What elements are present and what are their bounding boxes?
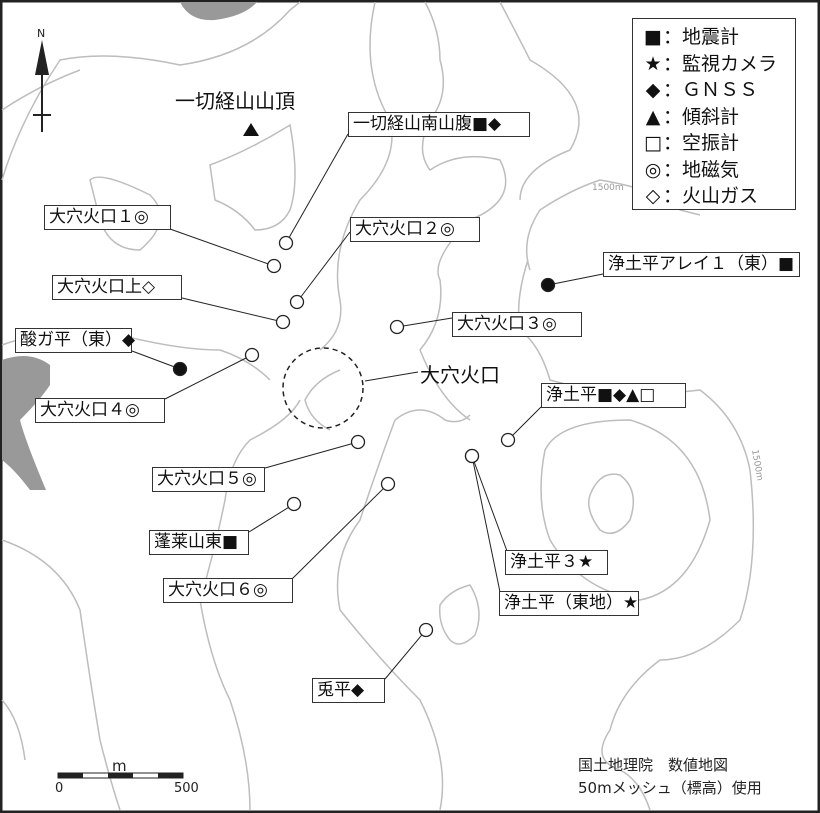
legend-symbol-icon: ◇ xyxy=(645,185,661,207)
north-arrow-icon: N xyxy=(33,27,51,132)
station-marker[interactable] xyxy=(540,277,556,293)
station-label: 兎平◆ xyxy=(312,678,385,703)
scale-start: 0 xyxy=(55,781,64,796)
legend-label: ：地震計 xyxy=(663,26,740,48)
legend-label: ：火山ガス xyxy=(663,185,759,207)
north-label: N xyxy=(37,27,45,40)
station-marker[interactable] xyxy=(244,347,260,363)
legend-symbol-icon: ▲ xyxy=(645,105,661,128)
station-marker[interactable] xyxy=(172,361,188,377)
tiltmeter-triangle-icon xyxy=(243,123,259,136)
credit-line-1: 国土地理院 数値地図 xyxy=(578,756,729,774)
station-marker[interactable] xyxy=(500,432,516,448)
station-label: 大穴火口上◇ xyxy=(52,275,182,300)
leader-line xyxy=(131,350,181,370)
leader-line xyxy=(248,503,295,533)
legend-label: ：ＧＮＳＳ xyxy=(663,79,759,101)
leader-line xyxy=(181,297,284,323)
legend-label: ：空振計 xyxy=(663,132,740,154)
legend-item: ◆：ＧＮＳＳ xyxy=(643,77,795,104)
station-label: 浄土平■◆▲□ xyxy=(541,383,686,408)
station-marker[interactable] xyxy=(289,294,305,310)
leader-line xyxy=(169,228,275,267)
station-label: 浄土平アレイ１（東）■ xyxy=(603,252,800,277)
leader-line xyxy=(471,455,508,552)
contour-lines xyxy=(1,1,755,811)
leader-line xyxy=(507,406,542,441)
station-marker[interactable] xyxy=(350,434,366,450)
station-label: 酸ガ平（東）◆ xyxy=(15,328,135,353)
legend: ■：地震計★：監視カメラ◆：ＧＮＳＳ▲：傾斜計□：空振計◎：地磁気◇：火山ガス xyxy=(632,18,796,210)
station-label: 大穴火口４◎ xyxy=(35,398,165,423)
legend-symbol-icon: ■ xyxy=(644,26,662,48)
contour-label: 1500m xyxy=(592,183,624,193)
leader-line xyxy=(471,455,501,593)
station-marker[interactable] xyxy=(286,496,302,512)
legend-label: ：傾斜計 xyxy=(663,105,740,128)
leader-line xyxy=(384,629,427,680)
station-marker[interactable] xyxy=(278,235,294,251)
legend-item: ◇：火山ガス xyxy=(643,183,795,210)
station-marker[interactable] xyxy=(380,476,396,492)
station-label: 大穴火口３◎ xyxy=(452,312,582,337)
station-marker[interactable] xyxy=(266,258,282,274)
legend-symbol-icon: □ xyxy=(644,132,662,154)
leader-line xyxy=(285,133,349,244)
station-marker[interactable] xyxy=(275,314,291,330)
station-label: 浄土平（東地）★ xyxy=(499,591,639,616)
crater-leader-line xyxy=(364,371,419,382)
legend-label: ：地磁気 xyxy=(663,158,740,181)
leader-line xyxy=(164,354,253,400)
legend-symbol-icon: ★ xyxy=(644,52,662,75)
leader-line xyxy=(547,273,604,286)
summit-label: 一切経山山頂 xyxy=(175,89,295,113)
legend-item: ■：地震計 xyxy=(643,24,795,51)
water-area xyxy=(180,2,257,21)
station-label: 大穴火口５◎ xyxy=(152,467,265,492)
station-label: 一切経山南山腹■◆ xyxy=(348,112,530,137)
station-marker[interactable] xyxy=(418,622,434,638)
station-marker[interactable] xyxy=(464,448,480,464)
legend-item: □：空振計 xyxy=(643,130,795,157)
station-label: 大穴火口２◎ xyxy=(350,217,480,242)
station-label: 蓬莱山東■ xyxy=(149,530,249,555)
station-label: 大穴火口１◎ xyxy=(44,205,171,230)
crater-label: 大穴火口 xyxy=(420,363,500,387)
legend-item: ◎：地磁気 xyxy=(643,157,795,184)
legend-label: ：監視カメラ xyxy=(663,52,778,75)
legend-item: ★：監視カメラ xyxy=(643,51,795,78)
crater-circle xyxy=(282,347,364,429)
leader-line xyxy=(396,317,453,328)
legend-symbol-icon: ◎ xyxy=(644,158,662,181)
station-label: 大穴火口６◎ xyxy=(163,578,293,603)
station-label: 浄土平３★ xyxy=(505,550,608,575)
leader-line xyxy=(296,231,351,303)
leader-line xyxy=(291,483,389,580)
water-area xyxy=(2,356,50,490)
station-marker[interactable] xyxy=(389,319,405,335)
scale-unit: m xyxy=(112,757,127,775)
legend-symbol-icon: ◆ xyxy=(645,79,661,101)
leader-line xyxy=(264,441,359,469)
credit-line-2: 50mメッシュ（標高）使用 xyxy=(578,779,762,797)
legend-item: ▲：傾斜計 xyxy=(643,104,795,131)
scale-bar xyxy=(57,772,184,779)
scale-end: 500 xyxy=(174,781,199,796)
